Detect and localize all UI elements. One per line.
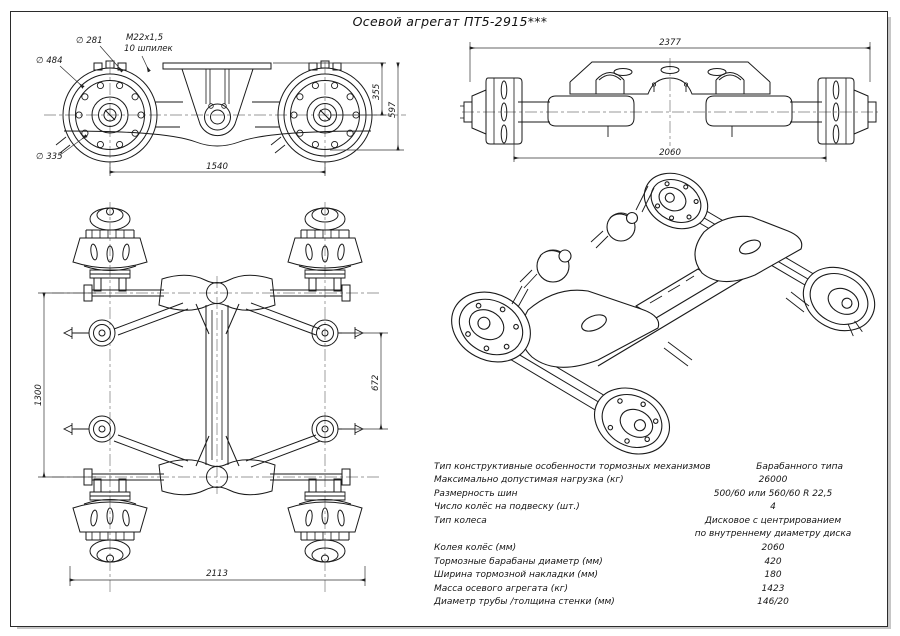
spec-label: Ширина тормозной накладки (мм)	[434, 570, 599, 581]
dim-597: 597	[388, 101, 398, 118]
spec-row: Масса осевого агрегата (кг) 1423	[434, 583, 870, 596]
dim-studs: 10 шпилек	[124, 44, 174, 54]
spec-value: 4	[770, 502, 776, 513]
spec-value-line1: Дисковое с центрированием	[704, 515, 842, 526]
spec-label: Размерность шин	[434, 488, 518, 499]
spec-value: 180	[764, 570, 782, 581]
dim-2377: 2377	[659, 38, 681, 48]
dim-thread: M22x1,5	[126, 33, 163, 43]
dim-2113: 2113	[206, 569, 228, 579]
dim-672: 672	[371, 375, 381, 391]
spec-row: Колея колёс (мм) 2060	[434, 542, 870, 555]
dim-dia281: ∅ 281	[76, 36, 103, 46]
spec-value: 2060	[761, 543, 785, 554]
spec-row: Диаметр трубы /толщина стенки (мм) 146/2…	[434, 596, 870, 609]
dim-1300: 1300	[34, 384, 44, 406]
spec-row: Ширина тормозной накладки (мм) 180	[434, 569, 870, 582]
dim-dia335: ∅ 335	[36, 152, 63, 162]
spec-row: Размерность шин 500/60 или 560/60 R 22,5	[434, 488, 870, 501]
dim-2060: 2060	[659, 148, 681, 158]
isometric-view-drawing	[451, 172, 876, 455]
spec-row: Тип колеса Дисковое с центрированием по …	[434, 515, 870, 542]
spec-row: Тип конструктивные особенности тормозных…	[434, 461, 870, 474]
spec-value: 26000	[758, 475, 788, 486]
spec-value: 1423	[761, 583, 785, 594]
spec-label: Тип конструктивные особенности тормозных…	[434, 462, 711, 472]
spec-row: Максимально допустимая нагрузка (кг) 260…	[434, 474, 870, 487]
spec-label: Масса осевого агрегата (кг)	[434, 583, 568, 594]
spec-label: Тормозные барабаны диаметр (мм)	[434, 556, 603, 567]
spec-label: Диаметр трубы /толщина стенки (мм)	[434, 597, 615, 608]
spec-label: Колея колёс (мм)	[434, 543, 517, 554]
side-view-drawing: 2377 2060	[460, 38, 878, 162]
dim-355: 355	[372, 84, 382, 100]
dim-dia484: ∅ 484	[36, 56, 63, 66]
spec-value: Барабанного типа	[756, 462, 844, 472]
spec-row: Число колёс на подвеску (шт.) 4	[434, 501, 870, 514]
spec-row: Тормозные барабаны диаметр (мм) 420	[434, 556, 870, 569]
drawing-title: Осевой агрегат ПТ5-2915***	[352, 14, 548, 29]
spec-label: Число колёс на подвеску (шт.)	[434, 502, 580, 513]
spec-label: Максимально допустимая нагрузка (кг)	[434, 475, 624, 486]
dim-1540: 1540	[206, 162, 228, 172]
spec-value-line2: по внутреннему диаметру диска	[694, 529, 852, 540]
top-view-drawing: 1300 672 2113	[34, 202, 388, 594]
spec-value: 500/60 или 560/60 R 22,5	[713, 488, 833, 499]
spec-value: 420	[764, 556, 782, 567]
drawing-frame	[10, 11, 888, 627]
spec-value: Дисковое с центрированием по внутреннему…	[684, 515, 862, 542]
spec-value: 146/20	[757, 597, 789, 608]
spec-table: Тип конструктивные особенности тормозных…	[434, 461, 870, 609]
front-view-drawing: ∅ 281 M22x1,5 10 шпилек ∅ 484 ∅ 335 1540…	[36, 33, 406, 176]
spec-label: Тип колеса	[434, 515, 487, 526]
